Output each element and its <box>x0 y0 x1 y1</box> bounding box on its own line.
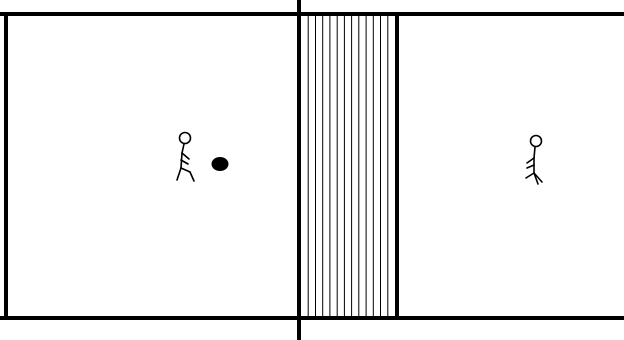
left-room <box>8 16 298 316</box>
right-room <box>399 16 624 316</box>
striped-divider <box>308 16 388 316</box>
ball[interactable] <box>212 157 229 171</box>
